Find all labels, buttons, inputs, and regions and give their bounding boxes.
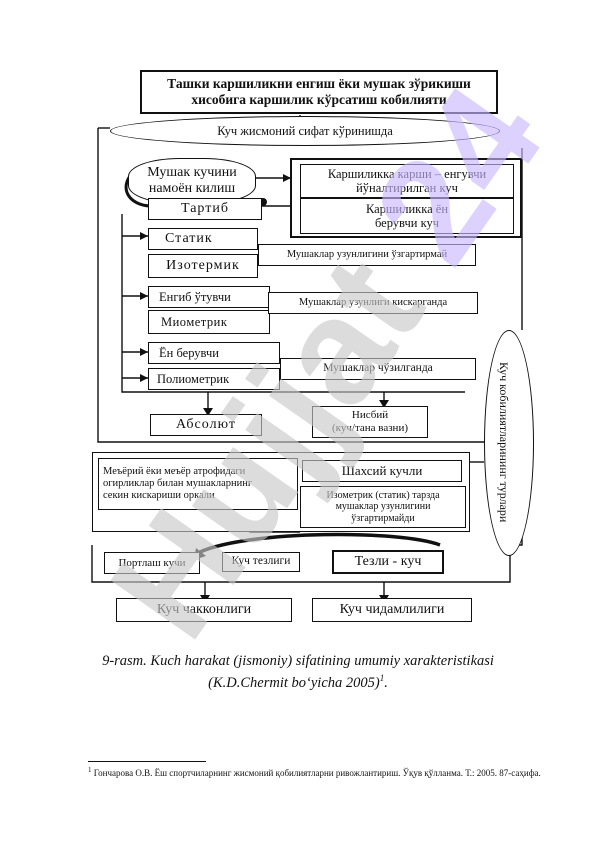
miometric-label: Миометрик xyxy=(161,314,228,329)
overcoming-force-box: Каршиликка карши – енгувчи йўналтирилган… xyxy=(300,164,514,198)
length-shortened-box: Мушаклар узунлиги кискарганда xyxy=(268,292,478,314)
overcoming-label: Енгиб ўтувчи xyxy=(159,289,231,304)
physical-quality-label: Куч жисмоний сифат кўринишда xyxy=(217,123,393,138)
diagram-title-line2: хисобига каршилик кўрсатиш кобилияти xyxy=(191,92,447,107)
footnote: 1 Гончарова О.В. Ёш спортчиларнинг жисмо… xyxy=(88,766,558,780)
strength-endurance-label: Куч чидамлилиги xyxy=(339,601,445,617)
footnote-text: Гончарова О.В. Ёш спортчиларнинг жисмони… xyxy=(93,768,541,778)
speed-strength-box: Тезли - куч xyxy=(332,550,444,574)
diagram-title-box: Ташки каршиликни енгиш ёки мушак зўрикиш… xyxy=(140,70,498,114)
isometric-static-line3: ўзгартирмайди xyxy=(351,512,415,524)
figure-caption-line2-wrap: (K.D.Chermit bo‘yicha 2005)1. xyxy=(208,672,388,691)
figure-caption: 9-rasm. Kuch harakat (jismoniy) sifatini… xyxy=(0,652,596,693)
relative-line1: Нисбий xyxy=(351,409,389,422)
yielding-box: Ён берувчи xyxy=(148,342,280,364)
absolute-box: Абсолют xyxy=(150,414,262,436)
diagram-title-line1: Ташки каршиликни енгиш ёки мушак зўрикиш… xyxy=(167,76,471,92)
isometric-label: Изотермик xyxy=(166,257,240,273)
isometric-static-line2: мушаклар узунлигини xyxy=(335,501,431,513)
overcoming-force-line1: Каршиликка карши – енгувчи xyxy=(327,166,487,181)
isometric-static-box: Изометрик (статик) тарзда мушаклар узунл… xyxy=(300,486,466,528)
personal-strength-label: Шахсий кучли xyxy=(341,462,423,478)
near-limit-line3: секин кискариши оркали xyxy=(103,490,215,502)
regime-label: Тартиб xyxy=(181,200,229,216)
overcoming-force-line2: йўналтирилган куч xyxy=(356,181,458,195)
muscle-force-line2: намоён килиш xyxy=(148,181,236,196)
personal-strength-box: Шахсий кучли xyxy=(302,460,462,482)
relative-box: Нисбий (куч/тана вазни) xyxy=(312,406,428,438)
strength-types-oval xyxy=(484,330,534,556)
speed-strength-small-label: Куч тезлиги xyxy=(231,555,291,568)
length-unchanged-box: Мушаклар узунлигини ўзгартирмай xyxy=(258,244,476,266)
figure-caption-line1: 9-rasm. Kuch harakat (jismoniy) sifatini… xyxy=(102,653,494,669)
near-limit-line1: Меъёрий ёки меъёр атрофидаги xyxy=(103,465,246,477)
length-unchanged-label: Мушаклар узунлигини ўзгартирмай xyxy=(286,248,448,260)
yielding-force-line2: берувчи куч xyxy=(374,216,440,230)
isometric-static-line1: Изометрик (статик) тарзда xyxy=(326,489,440,501)
explosive-strength-box: Портлаш кучи xyxy=(104,552,200,574)
speed-strength-label: Тезли - куч xyxy=(354,553,422,569)
static-box: Статик xyxy=(148,228,258,250)
absolute-label: Абсолют xyxy=(176,416,236,432)
near-limit-line2: огирликлар билан мушакларнинг xyxy=(103,477,253,489)
figure-caption-line2: (K.D.Chermit bo‘yicha 2005) xyxy=(208,674,380,691)
muscle-force-line1: Мушак кучини xyxy=(147,164,237,180)
footnote-mark: 1 xyxy=(88,766,92,774)
strength-agility-box: Куч чакконлиги xyxy=(116,598,292,622)
yielding-force-line1: Каршиликка ён xyxy=(365,201,449,216)
speed-strength-small-box: Куч тезлиги xyxy=(222,552,300,572)
length-shortened-label: Мушаклар узунлиги кискарганда xyxy=(298,296,448,308)
yielding-label: Ён берувчи xyxy=(159,345,219,360)
miometric-box: Миометрик xyxy=(148,310,270,334)
footnote-reference[interactable]: 1 xyxy=(379,672,385,683)
length-stretched-box: Мушаклар чўзилганда xyxy=(280,358,476,380)
explosive-strength-label: Портлаш кучи xyxy=(118,556,186,569)
length-stretched-label: Мушаклар чўзилганда xyxy=(323,362,433,375)
regime-box: Тартиб xyxy=(148,198,262,220)
relative-line2: (куч/тана вазни) xyxy=(332,422,408,434)
pliometric-label: Полиометрик xyxy=(157,371,230,386)
physical-quality-ellipse: Куч жисмоний сифат кўринишда xyxy=(110,116,500,146)
footnote-separator xyxy=(88,761,206,762)
near-limit-box: Меъёрий ёки меъёр атрофидаги огирликлар … xyxy=(98,458,298,510)
yielding-force-box: Каршиликка ён берувчи куч xyxy=(300,198,514,234)
strength-agility-label: Куч чакконлиги xyxy=(156,601,252,617)
strength-types-label: Куч кобилиятларининг турлари xyxy=(497,362,511,523)
pliometric-box: Полиометрик xyxy=(148,368,280,390)
static-label: Статик xyxy=(165,230,213,246)
isometric-box: Изотермик xyxy=(148,254,258,278)
strength-endurance-box: Куч чидамлилиги xyxy=(312,598,472,622)
overcoming-box: Енгиб ўтувчи xyxy=(148,286,270,308)
